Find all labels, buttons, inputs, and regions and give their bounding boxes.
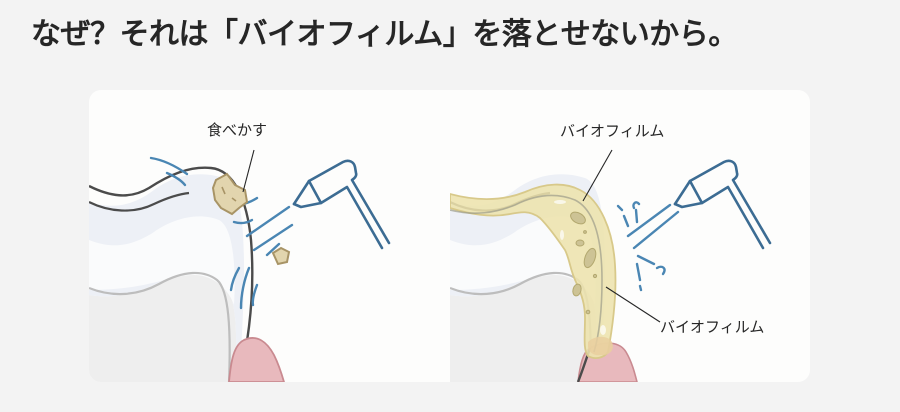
bacteria	[570, 211, 598, 315]
biofilm-layer	[450, 183, 617, 359]
headline: なぜ？それは「バイオフィルム」を落とせないから。	[31, 17, 738, 52]
dentin-shape	[450, 272, 598, 382]
label-biofilm-bottom: バイオフィルム	[660, 318, 765, 336]
water-jet-tool	[673, 159, 772, 250]
panel-biofilm: バイオフィルム バイオフィルム	[450, 90, 810, 382]
water-spray	[149, 156, 294, 310]
gum-shape	[228, 337, 285, 382]
label-biofilm-top: バイオフィルム	[560, 122, 665, 140]
water-splash	[616, 201, 680, 292]
panel-food-debris: 食べかす	[89, 90, 450, 382]
enamel-inner-white	[89, 216, 235, 305]
tooth-biofilm-illustration	[450, 149, 772, 382]
tooth-groove	[89, 191, 190, 212]
dentin-shape	[89, 272, 237, 382]
tooth-outline	[89, 166, 254, 382]
dentin-outline	[89, 271, 231, 382]
debris-small	[271, 246, 291, 266]
debris-large	[211, 172, 249, 216]
label-food-debris: 食べかす	[207, 121, 268, 139]
water-jet-tool	[292, 159, 391, 250]
tooth-debris-illustration	[89, 149, 391, 382]
illustration-card: 食べかす	[89, 90, 810, 382]
